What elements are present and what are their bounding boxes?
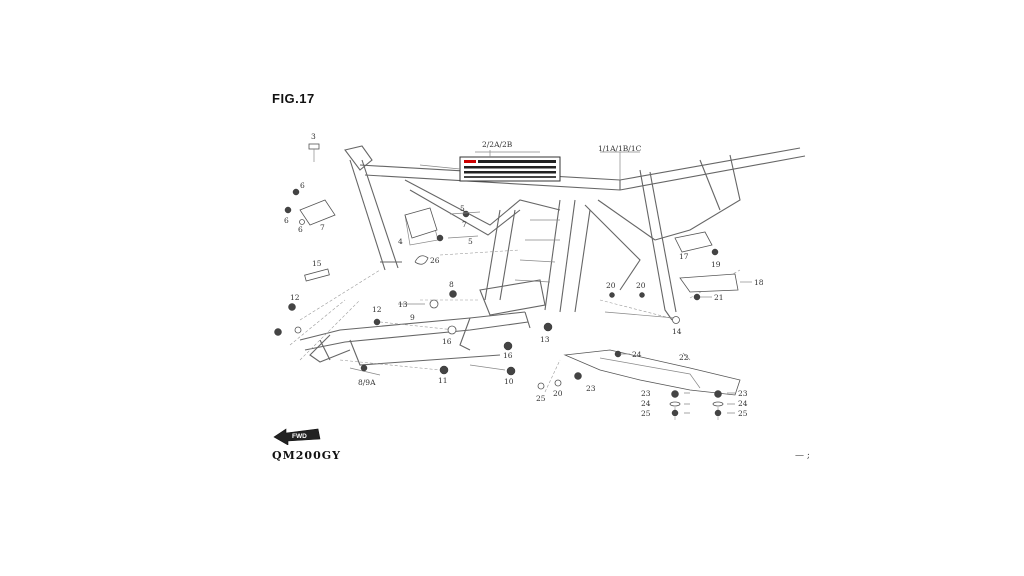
callout-26: 26 <box>430 256 440 265</box>
callout-19: 19 <box>711 260 721 269</box>
callout-23b: 23 <box>641 389 651 398</box>
callout-25a: 25 <box>536 394 546 403</box>
model-name: QM200GY <box>272 449 341 462</box>
callout-frame: 1/1A/1B/1C <box>598 144 642 153</box>
main-frame <box>299 145 806 366</box>
callout-13a: 13 <box>398 300 408 309</box>
callout-16b: 16 <box>503 351 513 360</box>
figure-title: FIG.17 <box>272 91 315 106</box>
callout-9: 9 <box>410 313 415 322</box>
callout-24a: 24 <box>632 350 642 359</box>
callout-20c: 20 <box>553 389 563 398</box>
callout-6c: 6 <box>298 225 303 234</box>
callout-11: 11 <box>438 376 448 385</box>
callout-21: 21 <box>714 293 724 302</box>
callout-25b: 25 <box>641 409 651 418</box>
callout-7a: 7 <box>320 223 325 232</box>
callout-labels: 2/2A/2B 1/1A/1B/1C 3 6 6 6 7 4 5 5 7 26 … <box>284 132 764 418</box>
callout-6b: 6 <box>284 216 289 225</box>
callout-10a: 10 <box>504 377 514 386</box>
callout-3: 3 <box>311 132 316 141</box>
callout-20a: 20 <box>606 281 616 290</box>
callout-8: 8 <box>449 280 454 289</box>
callout-24c: 24 <box>738 399 748 408</box>
callout-18: 18 <box>754 278 764 287</box>
callout-14: 14 <box>672 327 682 336</box>
callout-8-9a: 8/9A <box>358 378 376 387</box>
callout-4: 4 <box>398 237 403 246</box>
label-plate <box>419 150 561 182</box>
callout-23a: 23 <box>586 384 596 393</box>
callout-17: 17 <box>679 252 689 261</box>
leader-lines <box>398 151 752 414</box>
page-number: — ; <box>795 451 810 461</box>
small-parts <box>274 143 741 417</box>
callout-6a: 6 <box>300 181 305 190</box>
forward-arrow-icon: FWD <box>272 425 324 449</box>
callout-12b: 12 <box>372 305 382 314</box>
forward-arrow-label: FWD <box>292 433 307 440</box>
callout-12a: 12 <box>290 293 300 302</box>
callout-label-plate: 2/2A/2B <box>482 140 513 149</box>
callout-5a: 5 <box>460 204 465 213</box>
callout-16a: 16 <box>442 337 452 346</box>
callout-24b: 24 <box>641 399 651 408</box>
callout-22: 22 <box>679 353 689 362</box>
callout-7b: 7 <box>462 220 467 229</box>
callout-5b: 5 <box>468 237 473 246</box>
callout-15: 15 <box>312 259 322 268</box>
callout-25c: 25 <box>738 409 748 418</box>
callout-20b: 20 <box>636 281 646 290</box>
callout-13b: 13 <box>540 335 550 344</box>
callout-23c: 23 <box>738 389 748 398</box>
